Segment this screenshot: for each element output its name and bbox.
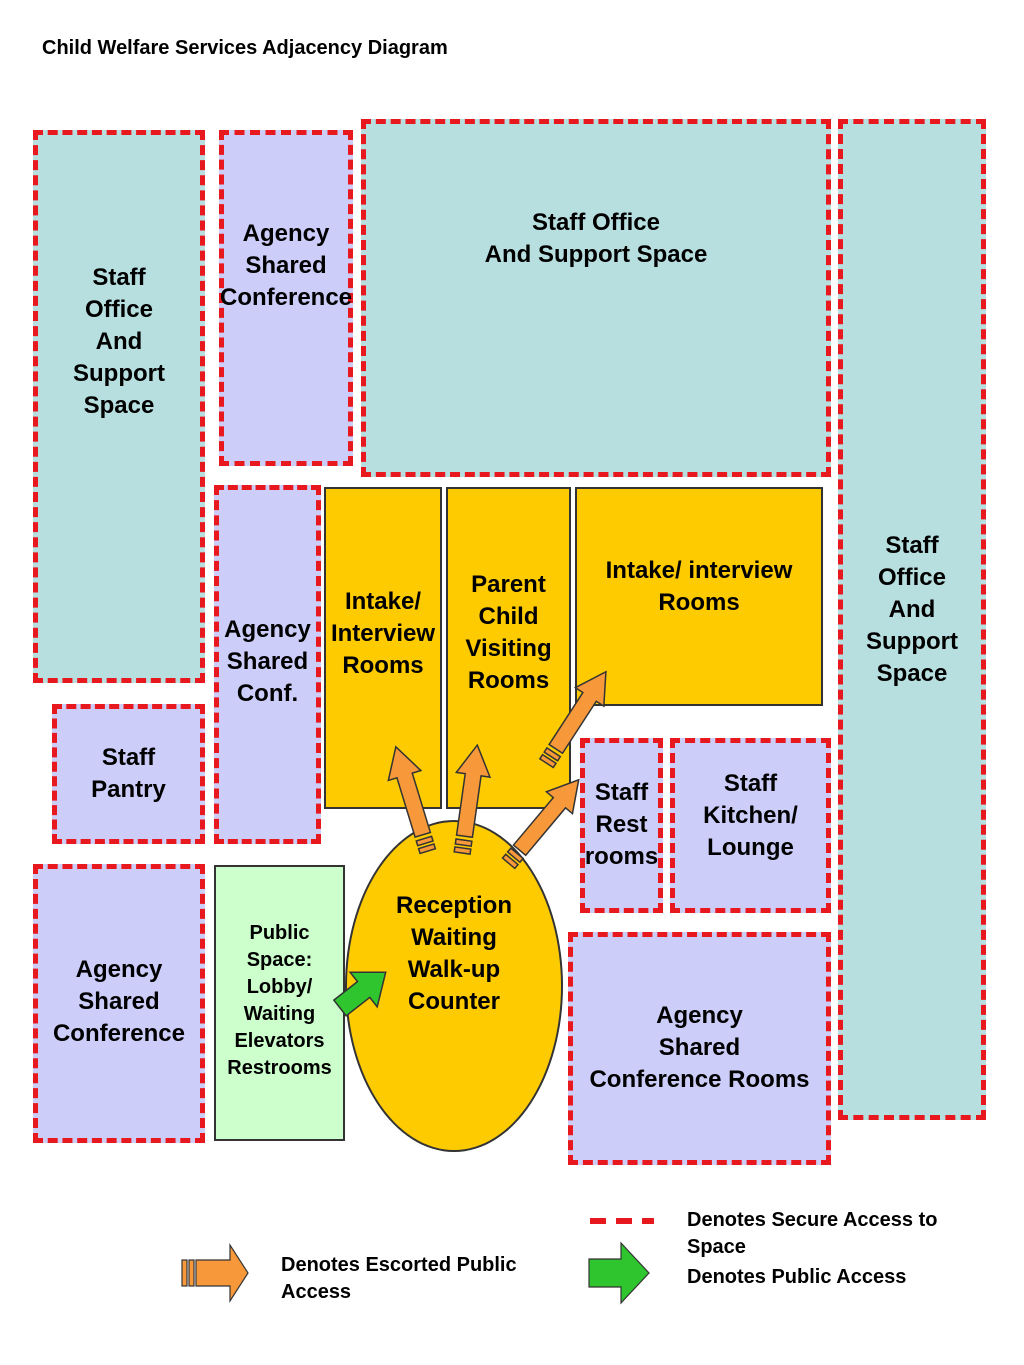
room-public-space: Public Space: Lobby/ Waiting Elevators R… [214,865,345,1141]
room-intake-interview-right: Intake/ interview Rooms [575,487,823,706]
legend-public-label: Denotes Public Access [687,1266,907,1288]
room-label: Staff Kitchen/ Lounge [703,769,798,861]
orange-arrow-icon [181,1242,249,1304]
room-label: Staff Office And Support Space [484,209,708,268]
escorted-arrow-to-intake-right-lower [494,768,593,875]
room-label: Intake/ Interview Rooms [330,588,436,679]
room-label: Parent Child Visiting Rooms [465,571,552,694]
public-access-arrow [332,971,387,1017]
room-agency-shared-conference-bottom-left: Agency Shared Conference [33,864,205,1143]
room-intake-interview-left: Intake/ Interview Rooms [324,487,442,809]
room-label: Agency Shared Conf. [224,615,311,707]
room-staff-office-left: Staff Office And Support Space [33,130,205,683]
room-agency-shared-conference-rooms: Agency Shared Conference Rooms [568,932,831,1165]
room-label: Staff Rest rooms [584,778,659,870]
escorted-arrow-to-intake-left [378,741,445,857]
room-agency-shared-conference-top: Agency Shared Conference [219,130,353,466]
room-label: Agency Shared Conference [52,955,186,1047]
room-staff-restrooms: Staff Rest rooms [580,738,663,913]
room-agency-shared-conf-mid: Agency Shared Conf. [214,485,321,844]
room-label: Staff Pantry [91,744,166,803]
room-label: Staff Office And Support Space [866,531,958,687]
legend-secure-label: Denotes Secure Access to Space [687,1209,938,1258]
room-staff-kitchen-lounge: Staff Kitchen/ Lounge [670,738,831,913]
room-staff-pantry: Staff Pantry [52,704,205,844]
escorted-arrow-to-intake-right-upper [531,661,621,774]
room-label: Staff Office And Support Space [73,263,165,419]
room-reception-label: Reception Waiting Walk-up Counter [395,892,512,1015]
room-label: Intake/ interview Rooms [605,556,793,616]
room-staff-office-top: Staff Office And Support Space [361,119,831,477]
room-staff-office-right: Staff Office And Support Space [838,119,986,1120]
green-arrow-icon [588,1241,650,1305]
page-title: Child Welfare Services Adjacency Diagram [42,37,448,59]
room-label: Agency Shared Conference [219,219,353,311]
room-label: Public Space: Lobby/ Waiting Elevators R… [227,922,332,1079]
room-label: Agency Shared Conference Rooms [589,1001,810,1093]
escorted-arrow-to-parent-child [444,741,495,857]
legend-escorted-label: Denotes Escorted Public Access [281,1254,517,1303]
